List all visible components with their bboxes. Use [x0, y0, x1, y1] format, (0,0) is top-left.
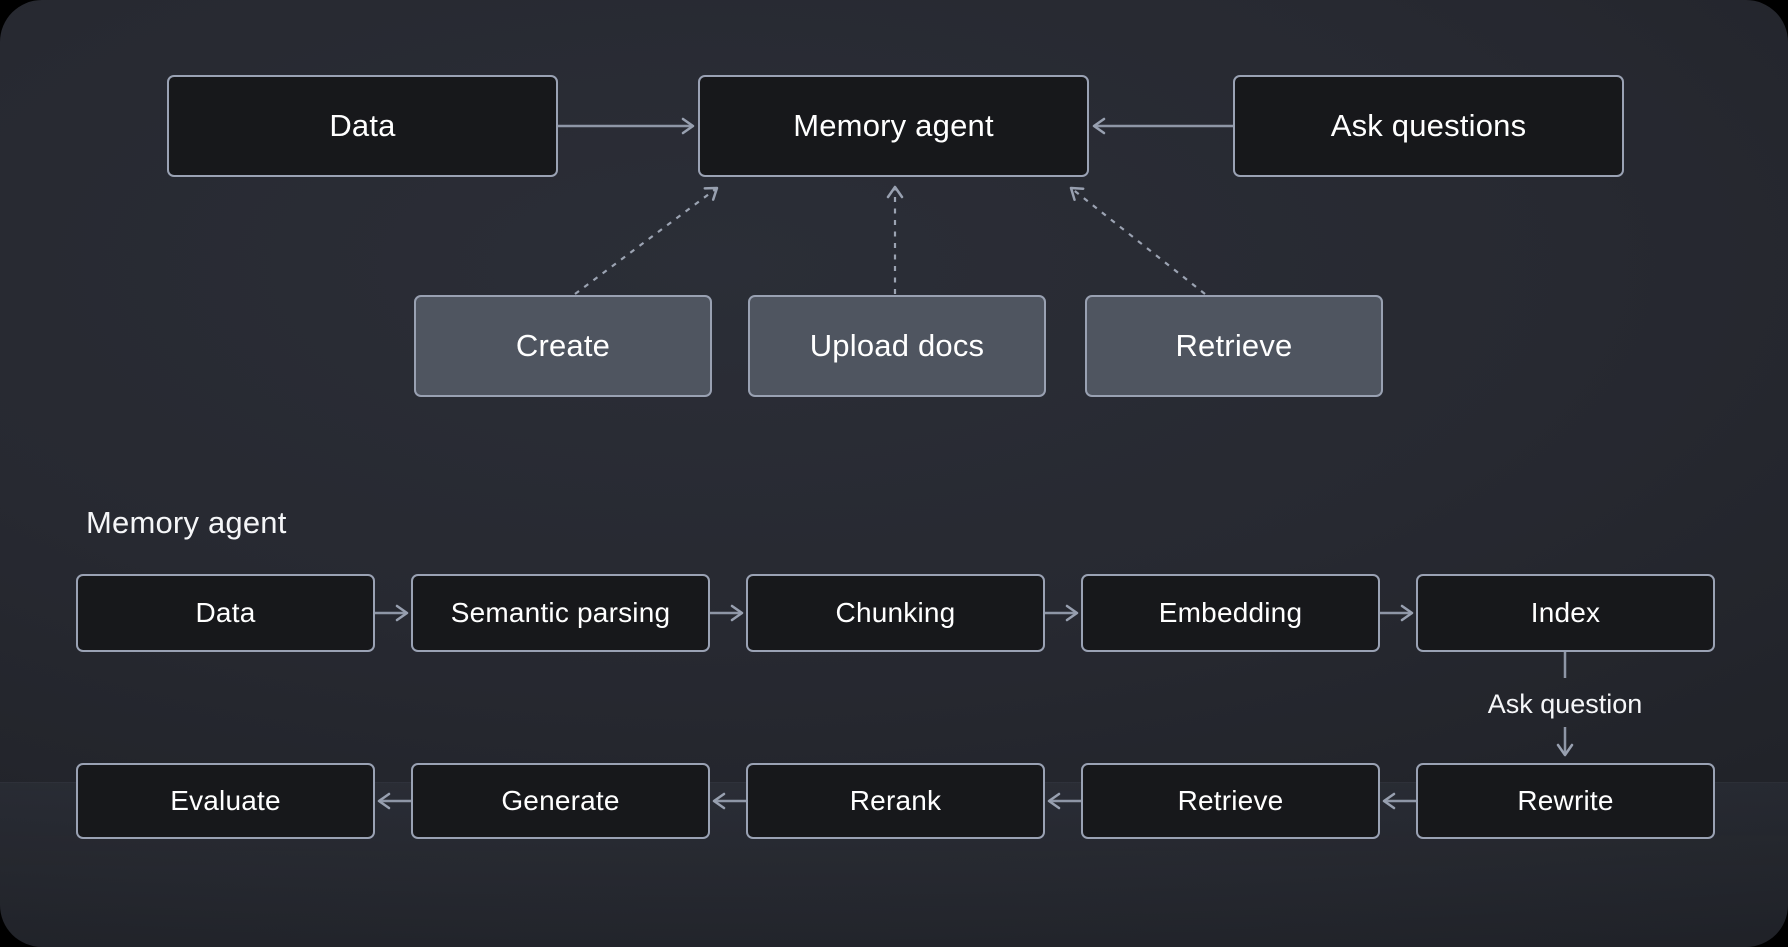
- node-create-action: Create: [414, 295, 712, 397]
- node-retrieve-action: Retrieve: [1085, 295, 1383, 397]
- node-retrieve-step: Retrieve: [1081, 763, 1380, 839]
- node-generate: Generate: [411, 763, 710, 839]
- edge-create-to-memory-agent: [574, 186, 719, 295]
- node-memory-agent: Memory agent: [698, 75, 1089, 177]
- node-rewrite: Rewrite: [1416, 763, 1715, 839]
- node-embedding: Embedding: [1081, 574, 1380, 652]
- node-ingest-data: Data: [76, 574, 375, 652]
- node-index: Index: [1416, 574, 1715, 652]
- memory-agent-section-title: Memory agent: [86, 505, 287, 540]
- node-evaluate: Evaluate: [76, 763, 375, 839]
- node-upload-docs-action: Upload docs: [748, 295, 1046, 397]
- node-data-source: Data: [167, 75, 558, 177]
- node-ask-questions: Ask questions: [1233, 75, 1624, 177]
- edge-retrieve-to-memory-agent: [1069, 186, 1206, 295]
- node-chunking: Chunking: [746, 574, 1045, 652]
- node-rerank: Rerank: [746, 763, 1045, 839]
- ask-question-edge-label: Ask question: [1487, 689, 1643, 719]
- node-semantic-parsing: Semantic parsing: [411, 574, 710, 652]
